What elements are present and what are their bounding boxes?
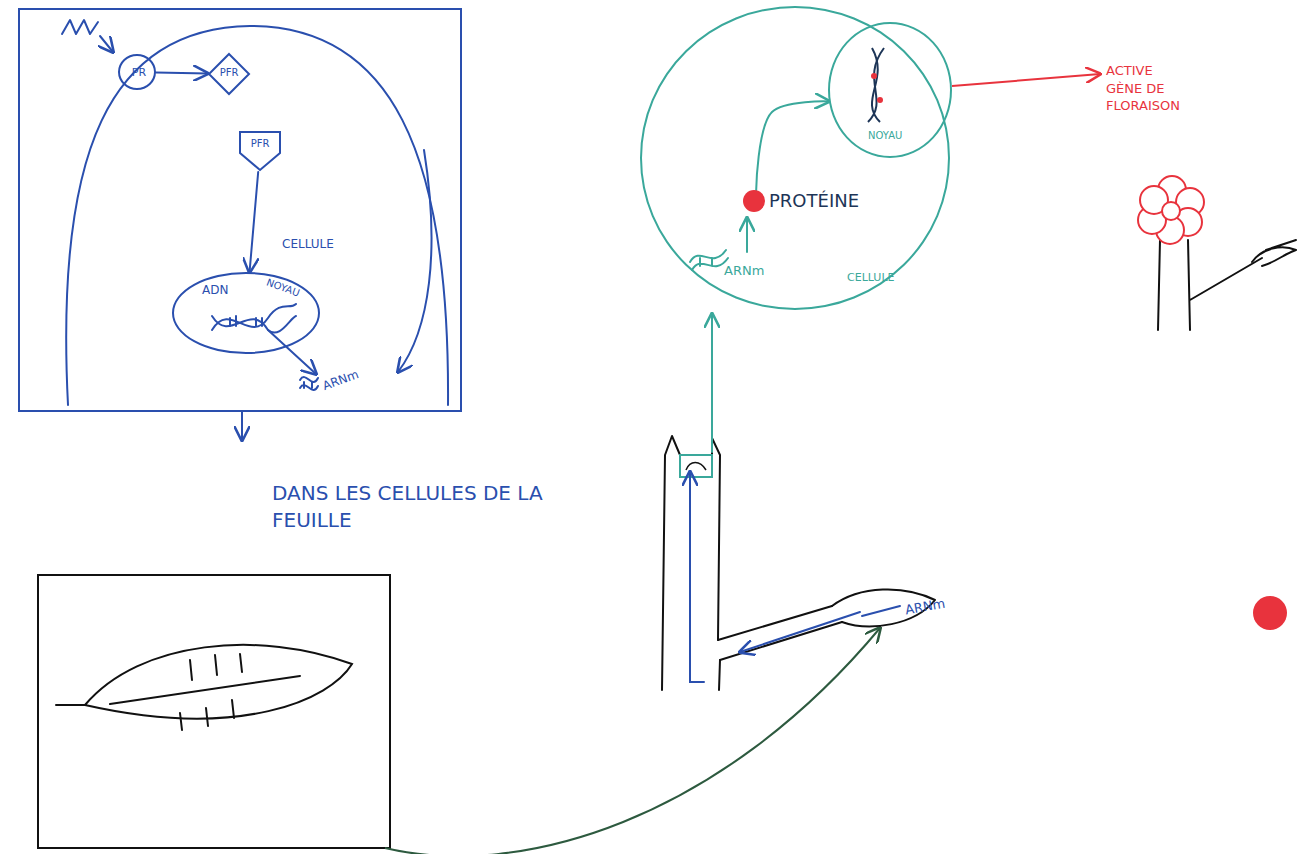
dna-mark [871, 73, 877, 79]
mrna-strand [690, 250, 728, 270]
mrna-route [690, 472, 704, 682]
mrna-label: ARNm [724, 262, 764, 280]
dna-helix [868, 48, 884, 122]
mrna-strand [300, 377, 318, 390]
transcription-arrow [268, 330, 316, 374]
translation-arrow [746, 218, 748, 252]
hand-scribble [1252, 240, 1296, 266]
cell-label: CELLULE [282, 238, 334, 251]
leaf-veins [180, 654, 242, 730]
mrna-label: ARNm [320, 366, 361, 394]
nucleus-ellipse: ADN NOYAU [172, 272, 320, 354]
connector-arrow [250, 172, 259, 272]
activation-arrow [952, 74, 1100, 86]
protein-label: PROTÉINE [769, 191, 859, 211]
apex-mark [686, 463, 706, 471]
plant-stem [662, 436, 720, 690]
nucleus-label: NOYAU [265, 276, 301, 298]
nucleus-ellipse: NOYAU [828, 22, 952, 158]
phytochrome-label: PFR [207, 67, 251, 78]
receptor-shape: PFR [238, 130, 282, 172]
phytochrome-circle: PR [118, 54, 156, 90]
cell-label: CELLULE [847, 272, 894, 284]
effect-note: ACTIVE GÈNE DE FLORAISON [1106, 62, 1192, 115]
cell-membrane [66, 26, 448, 405]
dna-rungs [230, 316, 262, 326]
plant-stem [719, 660, 720, 690]
cell-circle: NOYAU PROTÉINE CELLULE [640, 6, 950, 310]
mrna-route [862, 606, 900, 616]
red-dot [1253, 596, 1287, 630]
dna-label: ADN [202, 284, 228, 297]
phytochrome-label: PR [120, 67, 158, 79]
plant-branch [718, 606, 842, 660]
phytochrome-diamond: PFR [207, 52, 251, 96]
protein-dot: PROTÉINE [743, 190, 765, 212]
down-arrow [241, 412, 243, 440]
receptor-outline [238, 130, 282, 172]
leaf-frame [38, 575, 390, 848]
dna-helix [212, 316, 296, 333]
caption-note: DANS LES CELLULES DE LA FEUILLE [272, 480, 547, 534]
leaf-midrib [110, 676, 300, 704]
zoom-arrow [711, 314, 713, 452]
light-zigzag [62, 20, 98, 34]
phytochrome-label: PFR [238, 138, 282, 149]
light-arrow [100, 36, 113, 52]
flower-stem [1158, 240, 1262, 330]
flower-center [1162, 202, 1180, 220]
mrna-route [740, 612, 860, 652]
dna-helix [872, 48, 880, 122]
receptor-path [240, 132, 280, 170]
leaf-petiole [56, 704, 85, 706]
connector-arrow [156, 72, 207, 73]
nucleus-label: NOYAU [868, 130, 902, 141]
apex-zone [680, 455, 712, 477]
signal-arrow [398, 150, 432, 372]
leaf-blade [85, 645, 352, 719]
cell-frame: PR PFR PFR ADN NOYAU CELLULE [18, 8, 462, 412]
mrna-label: ARNm [904, 595, 947, 619]
dna-mark [877, 97, 883, 103]
transfer-curve [385, 628, 880, 854]
connector-arrow [756, 101, 829, 190]
